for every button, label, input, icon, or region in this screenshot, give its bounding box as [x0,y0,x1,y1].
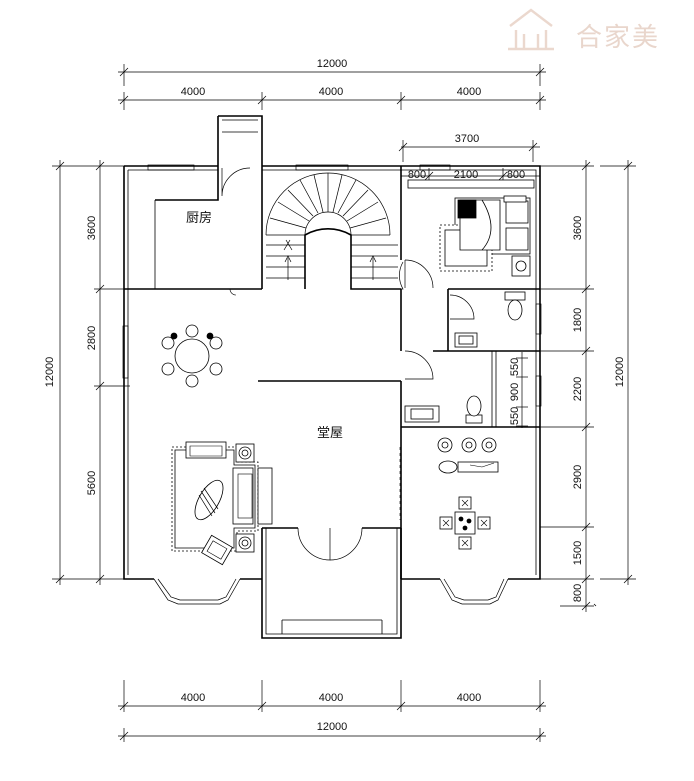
dim-bottom-seg-2: 4000 [319,692,343,704]
dim-right-seg-4: 2900 [572,465,584,489]
dim-bottom-seg-3: 4000 [457,692,481,704]
lounge-furniture [437,437,499,550]
doors [221,167,475,561]
brand-name: 合家美 [576,23,660,53]
dim-right-total: 12000 [614,357,626,388]
dim-right-seg-3: 2200 [572,377,584,401]
dim-bath-stack-3: 550 [509,407,521,425]
house-logo-icon [508,8,554,51]
dim-right-seg-5: 1500 [572,541,584,565]
master-bed [407,179,535,277]
windows [122,164,542,605]
dim-bath-stack-1: 550 [509,358,521,376]
dim-left-total: 12000 [44,357,56,388]
dim-right-seg-2: 1800 [572,308,584,332]
dim-top-total: 12000 [317,58,348,70]
dim-bedroom-sub-1: 800 [408,169,426,181]
hall-label: 堂屋 [317,426,343,441]
dim-bottom-seg-1: 4000 [181,692,205,704]
dim-top-seg-2: 4000 [319,86,343,98]
dim-top-seg-3: 4000 [457,86,481,98]
bath-fixtures-upper [454,291,526,348]
dim-bottom-total: 12000 [317,721,348,733]
dim-left-seg-3: 5600 [86,471,98,495]
dim-bedroom-sub-2: 2100 [454,169,478,181]
dim-bath-stack-2: 900 [509,383,521,401]
dim-bedroom-width: 3700 [455,133,479,145]
bath-fixtures-lower [404,395,483,424]
dim-bedroom-sub-3: 800 [507,169,525,181]
dim-left-seg-1: 3600 [86,216,98,240]
dining-table [161,324,223,388]
dimension-lines [52,64,636,742]
kitchen-label: 厨房 [186,210,212,226]
living-room-set [171,441,273,566]
dim-left-seg-2: 2800 [86,326,98,350]
dim-top-seg-1: 4000 [181,86,205,98]
spiral-stair [265,172,398,280]
dim-right-seg-6: 800 [572,584,584,602]
dim-right-seg-1: 3600 [572,216,584,240]
